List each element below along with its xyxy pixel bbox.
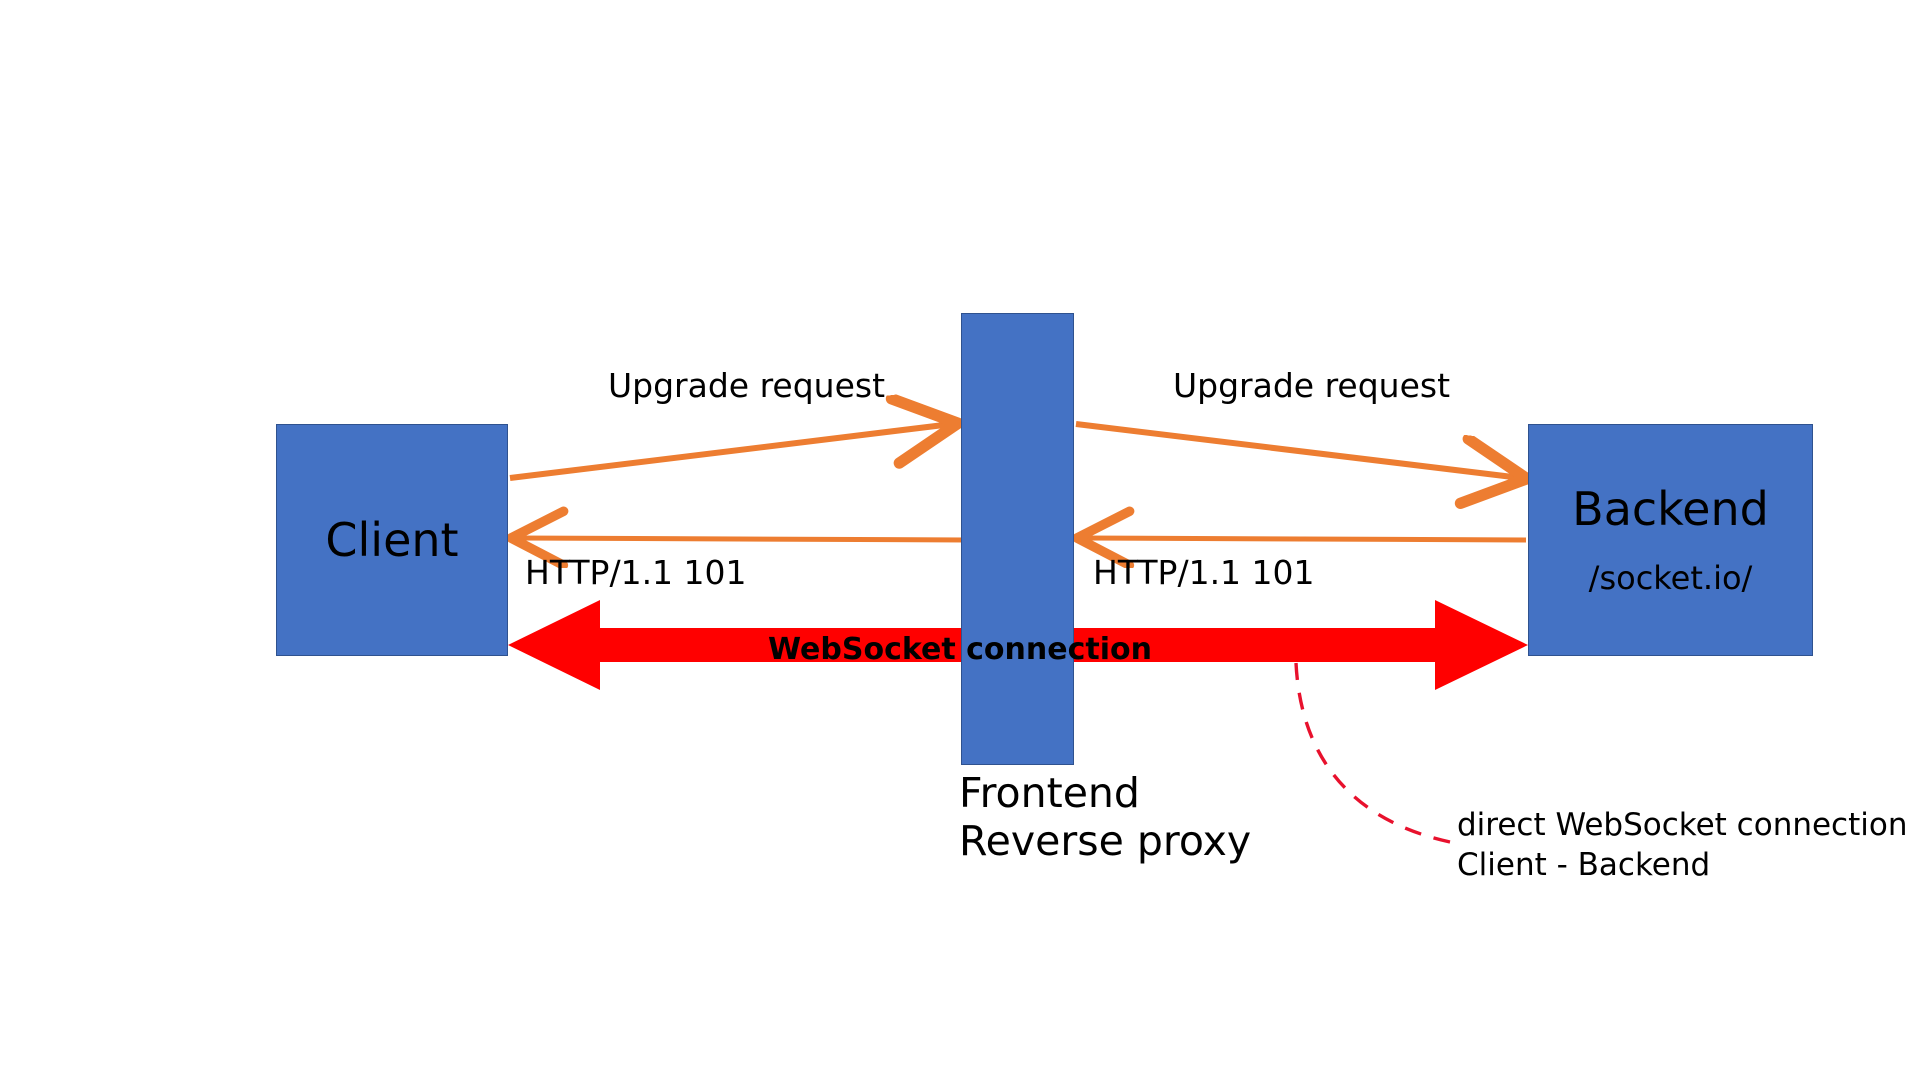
node-client-title: Client — [325, 512, 459, 567]
node-reverse-proxy-caption: Frontend Reverse proxy — [959, 769, 1252, 866]
annotation-leader-line — [1294, 662, 1451, 844]
node-client[interactable]: Client — [276, 424, 508, 656]
edge-upgrade-request-right — [1075, 421, 1521, 478]
annotation-line1: direct WebSocket connection — [1457, 807, 1908, 843]
node-reverse-proxy[interactable] — [961, 313, 1074, 765]
node-backend-title: Backend — [1572, 482, 1769, 537]
annotation-direct-websocket: direct WebSocket connection Client - Bac… — [1457, 806, 1907, 885]
edge-upgrade-request-left — [509, 424, 952, 481]
node-reverse-proxy-caption-line2: Reverse proxy — [959, 816, 1252, 865]
edge-http-101-left — [516, 538, 967, 540]
label-upgrade-request-left: Upgrade request — [608, 366, 886, 405]
node-backend[interactable]: Backend /socket.io/ — [1528, 424, 1813, 656]
node-reverse-proxy-caption-line1: Frontend — [959, 769, 1140, 817]
annotation-line2: Client - Backend — [1457, 846, 1711, 883]
label-upgrade-request-right: Upgrade request — [1173, 366, 1451, 405]
label-http-101-right: HTTP/1.1 101 — [1093, 553, 1315, 592]
label-http-101-left: HTTP/1.1 101 — [525, 553, 747, 592]
edge-http-101-right — [1082, 538, 1527, 540]
node-backend-subtitle: /socket.io/ — [1588, 558, 1753, 597]
